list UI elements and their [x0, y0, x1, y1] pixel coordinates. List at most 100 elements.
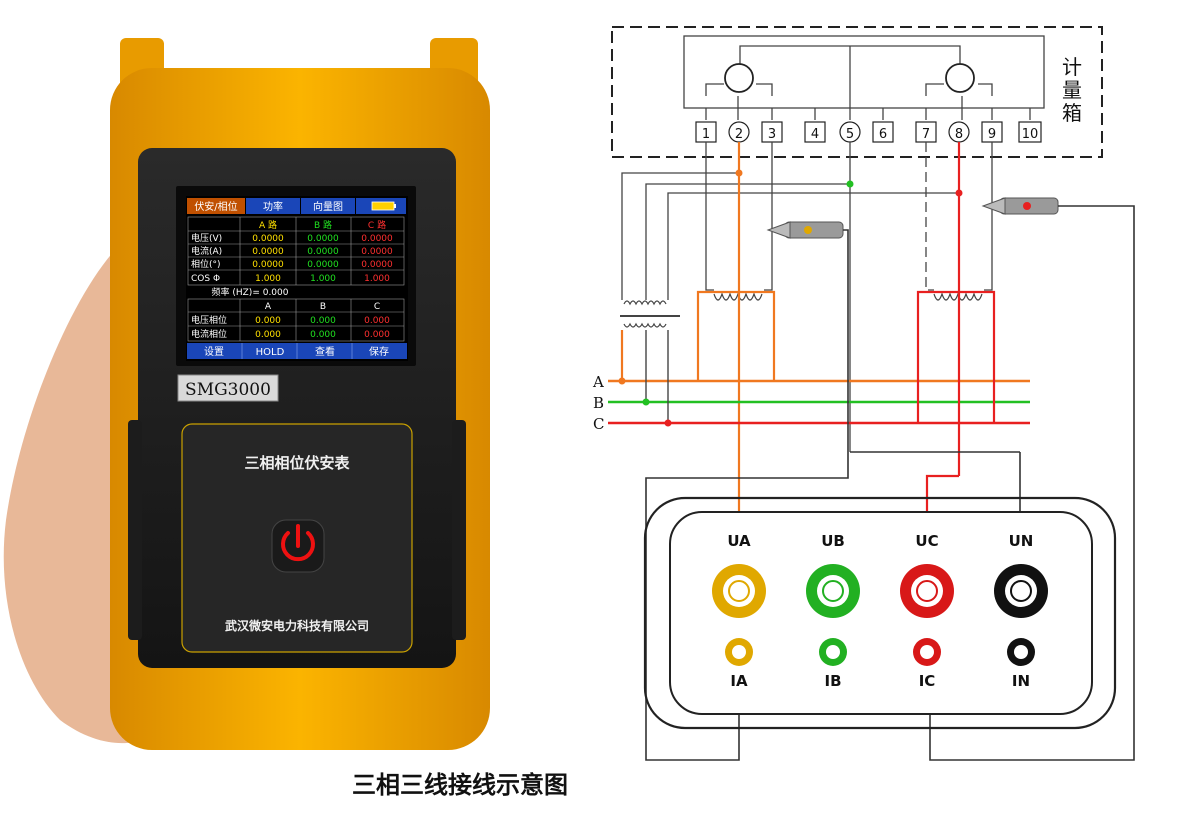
jack-label-ic: IC	[919, 672, 936, 690]
terminal-label: 9	[988, 127, 996, 142]
junction-a-pt	[618, 377, 626, 385]
box-label-char: 箱	[1062, 101, 1082, 125]
jack-ib[interactable]	[819, 638, 847, 666]
softkey-settings[interactable]: 设置	[204, 346, 224, 358]
phase-row-label: 电压相位	[191, 314, 227, 326]
row-label: 相位(°)	[191, 258, 221, 270]
junction-c-pt	[664, 419, 672, 427]
box-label-char: 计	[1062, 55, 1082, 79]
value-c: 0.0000	[361, 247, 393, 257]
terminal-label: 1	[702, 127, 710, 142]
line-label-c: C	[593, 415, 604, 433]
terminal-label: 8	[955, 127, 963, 142]
value-c: 0.0000	[361, 234, 393, 244]
jack-label-ib: IB	[824, 672, 841, 690]
value-c: 1.000	[364, 274, 390, 284]
phase-header: C 路	[368, 219, 386, 231]
value-a: 0.0000	[252, 234, 284, 244]
frequency-readout: 频率 (HZ)= 0.000	[212, 286, 289, 298]
jack-label-uc: UC	[915, 532, 938, 550]
value-a: 1.000	[255, 274, 281, 284]
row-label: COS Φ	[191, 274, 220, 284]
company-name: 武汉微安电力科技有限公司	[225, 618, 369, 633]
instrument-photo: 伏安/相位 功率 向量图	[3, 38, 490, 750]
phase-row-label: 电流相位	[191, 328, 227, 340]
terminal-label: 5	[846, 127, 854, 142]
softkey-view[interactable]: 查看	[315, 345, 335, 358]
terminal-label: 3	[768, 127, 776, 142]
model-plate	[177, 374, 279, 402]
value-b: 0.000	[310, 316, 336, 326]
screen-tab[interactable]: 功率	[263, 200, 283, 213]
battery-icon	[371, 201, 396, 211]
side-grip-left	[128, 420, 142, 640]
jack-label-in: IN	[1012, 672, 1030, 690]
jack-ia[interactable]	[725, 638, 753, 666]
value-b: 0.0000	[307, 234, 339, 244]
softkey-hold[interactable]: HOLD	[256, 347, 285, 358]
lcd-screen: 伏安/相位 功率 向量图	[186, 196, 408, 361]
value-b: 0.0000	[307, 260, 339, 270]
row-label: 电压(V)	[191, 232, 222, 244]
device-name: 三相相位伏安表	[244, 454, 350, 472]
value-a: 0.000	[255, 330, 281, 340]
potential-transformer	[620, 300, 680, 328]
line-label-b: B	[593, 394, 604, 412]
phase-header: B 路	[314, 219, 332, 231]
phase-b-wiring	[608, 330, 1030, 404]
jack-uc[interactable]	[900, 564, 954, 618]
row-label: 电流(A)	[191, 245, 222, 257]
junction-b	[846, 180, 854, 188]
phase-col: A	[265, 302, 272, 312]
jack-in[interactable]	[1007, 638, 1035, 666]
jack-panel-outer	[643, 496, 1117, 730]
softkey-save[interactable]: 保存	[369, 345, 389, 358]
secondary-wiring	[621, 142, 993, 452]
jack-panel-inner	[669, 511, 1093, 715]
jack-label-ua: UA	[727, 532, 751, 550]
terminal-label: 10	[1022, 127, 1039, 142]
terminal-label: 4	[811, 127, 819, 142]
phase-col: C	[374, 302, 380, 312]
jack-ic[interactable]	[913, 638, 941, 666]
figure-caption: 三相三线接线示意图	[352, 771, 568, 799]
value-a: 0.0000	[252, 260, 284, 270]
value-c: 0.000	[364, 330, 390, 340]
meter-element-1	[724, 63, 754, 93]
line-label-a: A	[592, 373, 604, 391]
side-grip-right	[452, 420, 466, 640]
value-c: 0.000	[364, 316, 390, 326]
value-a: 0.0000	[252, 247, 284, 257]
jack-un[interactable]	[994, 564, 1048, 618]
jack-label-un: UN	[1009, 532, 1034, 550]
value-a: 0.000	[255, 316, 281, 326]
current-clamp-a	[766, 221, 844, 239]
screen-tab[interactable]: 伏安/相位	[194, 200, 237, 213]
phase-c-wiring	[608, 142, 1030, 590]
wiring-diagram: 计 量 箱	[592, 26, 1135, 761]
terminal-strip	[695, 121, 1042, 143]
value-b: 0.0000	[307, 247, 339, 257]
jack-label-ia: IA	[730, 672, 748, 690]
jack-ua[interactable]	[712, 564, 766, 618]
power-button[interactable]	[271, 519, 325, 573]
meter-internal	[683, 35, 1045, 120]
value-b: 1.000	[310, 274, 336, 284]
value-c: 0.0000	[361, 260, 393, 270]
jack-ub[interactable]	[806, 564, 860, 618]
current-clamp-c	[981, 197, 1059, 215]
screen-tab[interactable]: 向量图	[313, 200, 343, 213]
phase-col: B	[320, 302, 326, 312]
terminal-label: 6	[879, 127, 887, 142]
terminal-label: 2	[735, 127, 743, 142]
value-b: 0.000	[310, 330, 336, 340]
metering-box	[611, 26, 1103, 158]
box-label-char: 量	[1062, 78, 1082, 102]
junction-a	[735, 169, 743, 177]
jack-label-ub: UB	[821, 532, 845, 550]
model-name: SMG3000	[185, 380, 271, 400]
meter-element-2	[945, 63, 975, 93]
phase-a-wiring	[608, 142, 1030, 565]
junction-c	[955, 189, 963, 197]
